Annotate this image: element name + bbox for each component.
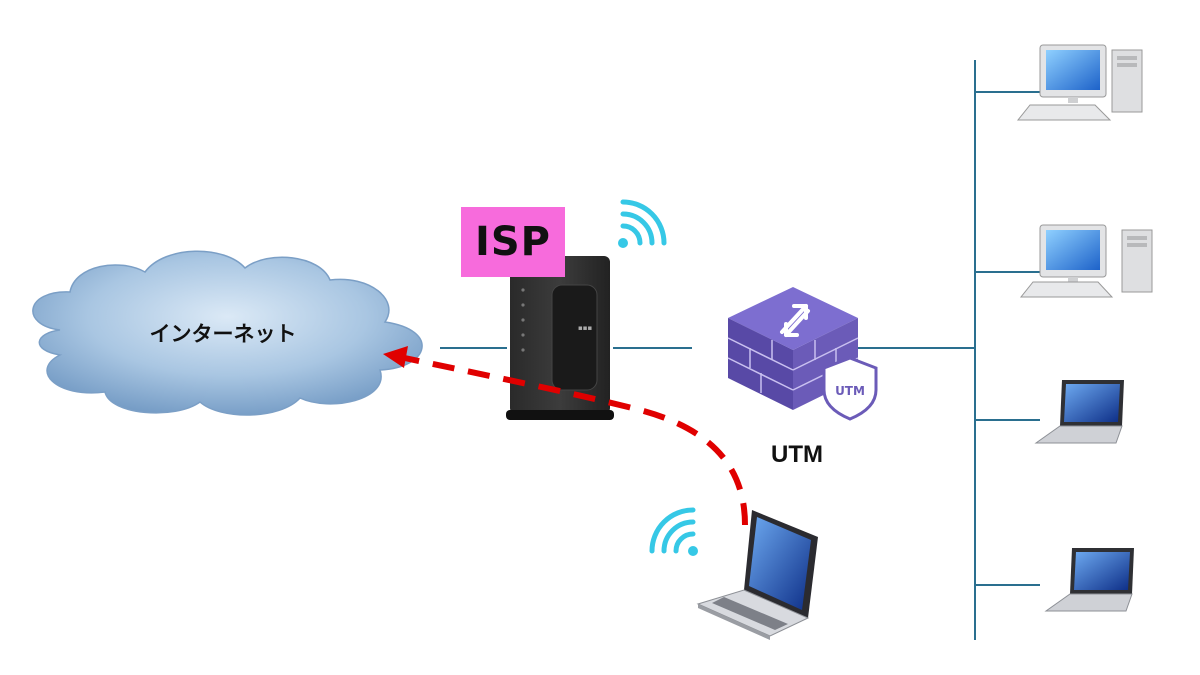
- isp-label: ISP: [461, 207, 565, 277]
- wifi-signal-icon: [618, 199, 667, 248]
- wireless-router-icon: ▪▪▪: [506, 256, 614, 420]
- cloud-icon: [32, 250, 423, 416]
- utm-label: UTM: [771, 441, 823, 468]
- internet-label: インターネット: [149, 322, 297, 346]
- laptop-icon: [1044, 548, 1134, 612]
- laptop-icon: [1034, 380, 1124, 444]
- shield-badge-icon: UTM: [822, 356, 878, 421]
- utm-badge-text: UTM: [835, 384, 865, 398]
- wifi-signal-icon: [649, 507, 698, 556]
- svg-text:▪▪▪: ▪▪▪: [578, 324, 592, 332]
- laptop-icon: [696, 510, 818, 640]
- utm-firewall-icon: [727, 287, 859, 410]
- desktop-pc-icon: [1016, 44, 1143, 121]
- network-cables: [440, 60, 1040, 640]
- desktop-pc-icon: [1019, 224, 1153, 298]
- bypass-path-arrow: [383, 346, 748, 526]
